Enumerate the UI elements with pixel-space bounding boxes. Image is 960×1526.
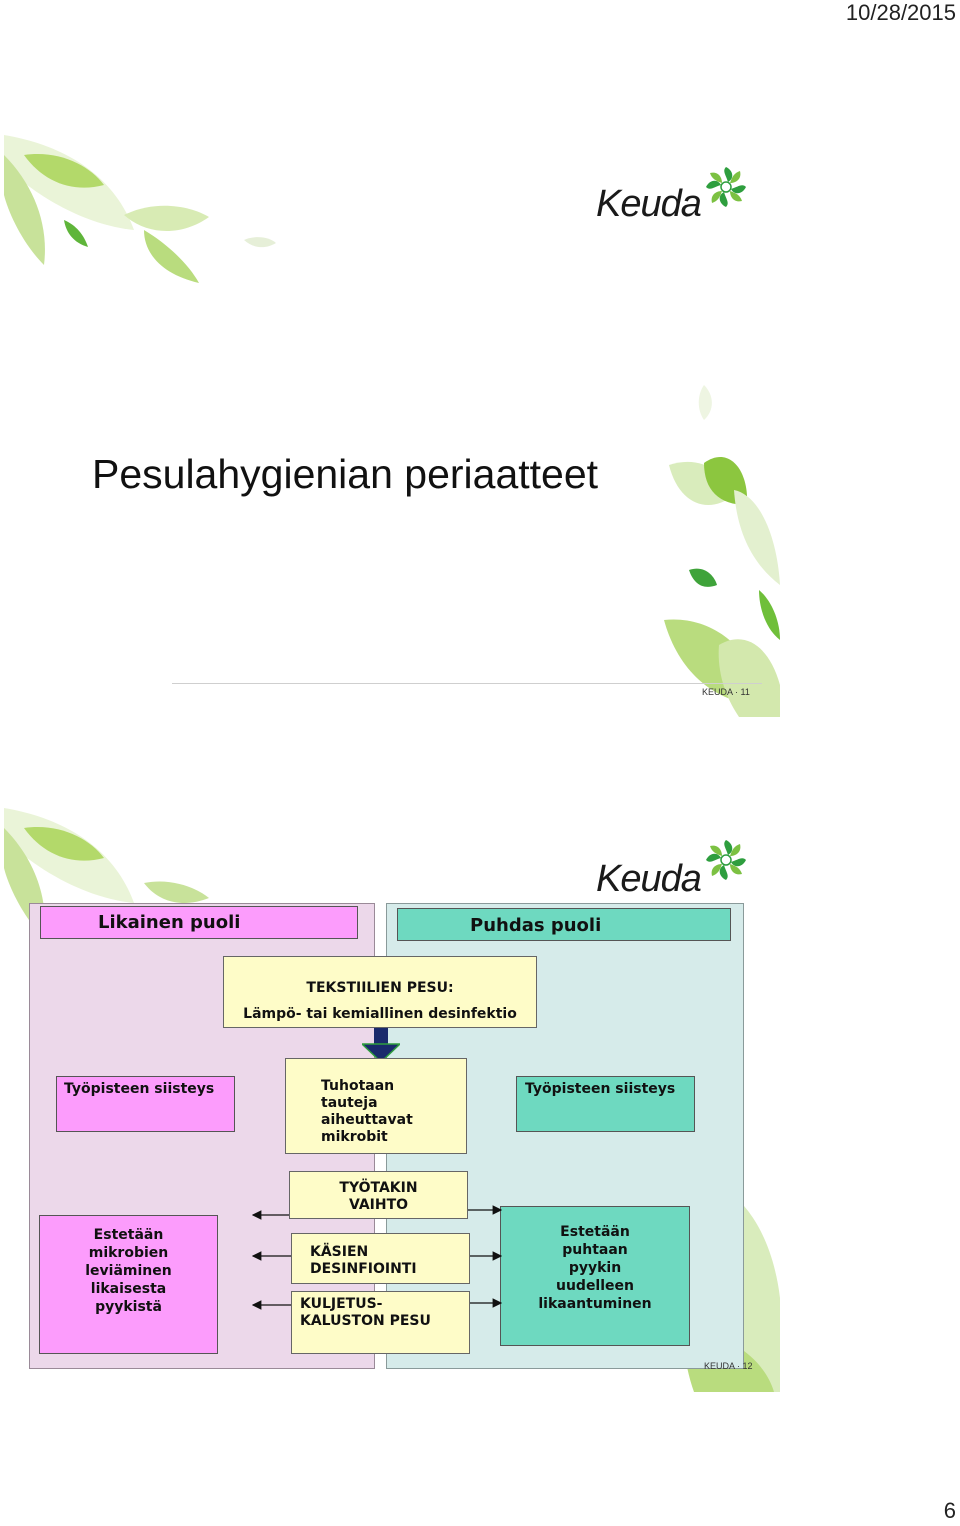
keuda-logo-icon — [706, 167, 746, 207]
keuda-logo-text: Keuda — [596, 183, 702, 225]
leaf-decoration-bottom-right — [664, 385, 780, 717]
slide-title: Keuda Pesulahygienian periaatteet KEUDA … — [4, 135, 780, 717]
keuda-logo-icon — [706, 840, 746, 880]
leaf-decoration-top-left — [4, 135, 276, 283]
textile-wash-title: TEKSTIILIEN PESU: — [306, 980, 454, 996]
workstation-tidiness-clean: Työpisteen siisteys — [516, 1076, 695, 1132]
workstation-tidiness-dirty: Työpisteen siisteys — [56, 1076, 235, 1132]
divider-line — [172, 683, 762, 684]
textile-wash-box: TEKSTIILIEN PESU: Lämpö- tai kemiallinen… — [223, 956, 537, 1028]
hand-disinfection-box: KÄSIEN DESINFIOINTI — [291, 1233, 470, 1284]
dirty-side-header: Likainen puoli — [40, 906, 358, 939]
prevent-spread-box: Estetään mikrobien leviäminen likaisesta… — [39, 1215, 218, 1354]
textile-wash-subtitle: Lämpö- tai kemiallinen desinfektio — [243, 1006, 517, 1022]
slide-footer: KEUDA · 11 — [702, 687, 750, 697]
kill-microbes-box: Tuhotaan tauteja aiheuttavat mikrobit — [285, 1058, 467, 1154]
slide-laundry-diagram: Keuda Likainen puoli Puhdas puoli TEKSTI… — [4, 808, 780, 1392]
coat-change-box: TYÖTAKIN VAIHTO — [289, 1171, 468, 1219]
keuda-logo-text: Keuda — [596, 858, 702, 900]
trolley-wash-box: KULJETUS- KALUSTON PESU — [291, 1291, 470, 1354]
print-date: 10/28/2015 — [845, 0, 956, 25]
clean-side-header: Puhdas puoli — [397, 908, 731, 941]
prevent-recontamination-box: Estetään puhtaan pyykin uudelleen likaan… — [500, 1206, 690, 1346]
slide-footer: KEUDA · 12 — [704, 1361, 753, 1371]
connector-arrows — [251, 1205, 503, 1310]
slide-title-text: Pesulahygienian periaatteet — [92, 451, 599, 497]
down-arrow-icon — [362, 1028, 400, 1062]
page-number: 6 — [943, 1498, 956, 1523]
